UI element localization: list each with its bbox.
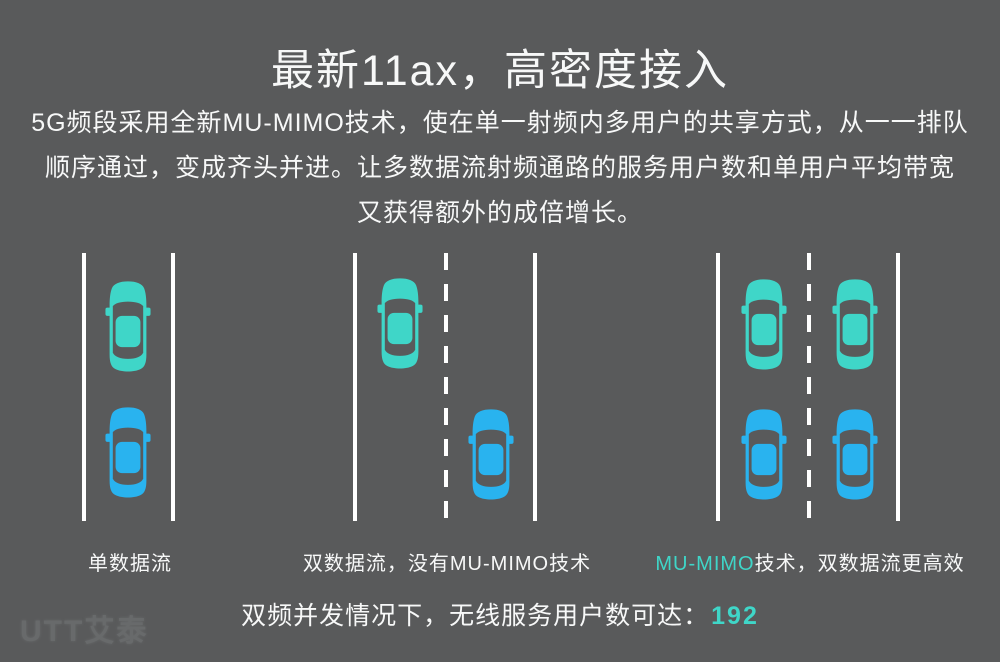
lane-label-single-stream: 单数据流: [88, 553, 172, 575]
car-icon-teal: [741, 274, 787, 374]
car-icon-blue: [468, 404, 514, 504]
lane-divider-dashed: [807, 253, 811, 521]
lane-line: [171, 253, 175, 521]
mumimo-highlight: MU-MIMO: [655, 553, 755, 575]
lane-line: [896, 253, 900, 521]
intro-line-3: 又获得额外的成倍增长。: [356, 199, 643, 227]
brand-watermark: UTT艾泰: [20, 615, 149, 648]
user-count-value: 192: [711, 602, 759, 630]
footer-claim: 双频并发情况下，无线服务用户数可达：192: [0, 596, 1000, 632]
car-icon-blue: [105, 402, 151, 502]
car-icon-teal: [105, 276, 151, 376]
intro-line-1: 5G频段采用全新MU-MIMO技术，使在单一射频内多用户的共享方式，从一一排队: [31, 109, 969, 137]
lane-line: [716, 253, 720, 521]
car-icon-teal: [832, 274, 878, 374]
lane-line: [353, 253, 357, 521]
lane-line: [533, 253, 537, 521]
lane-label-dual-stream-no-mumimo: 双数据流，没有MU-MIMO技术: [302, 553, 592, 575]
car-icon-blue: [741, 404, 787, 504]
footer-claim-text: 双频并发情况下，无线服务用户数可达：: [241, 602, 710, 630]
car-icon-teal: [377, 273, 423, 373]
lane-label-mumimo-dual-stream: MU-MIMO技术，双数据流更高效: [655, 553, 965, 575]
intro-text: 5G频段采用全新MU-MIMO技术，使在单一射频内多用户的共享方式，从一一排队 …: [0, 101, 1000, 236]
lane-divider-dashed: [444, 253, 448, 521]
car-icon-blue: [832, 404, 878, 504]
lane-line: [82, 253, 86, 521]
page-title: 最新11ax，高密度接入: [270, 47, 730, 95]
intro-line-2: 顺序通过，变成齐头并进。让多数据流射频通路的服务用户数和单用户平均带宽: [44, 154, 955, 182]
